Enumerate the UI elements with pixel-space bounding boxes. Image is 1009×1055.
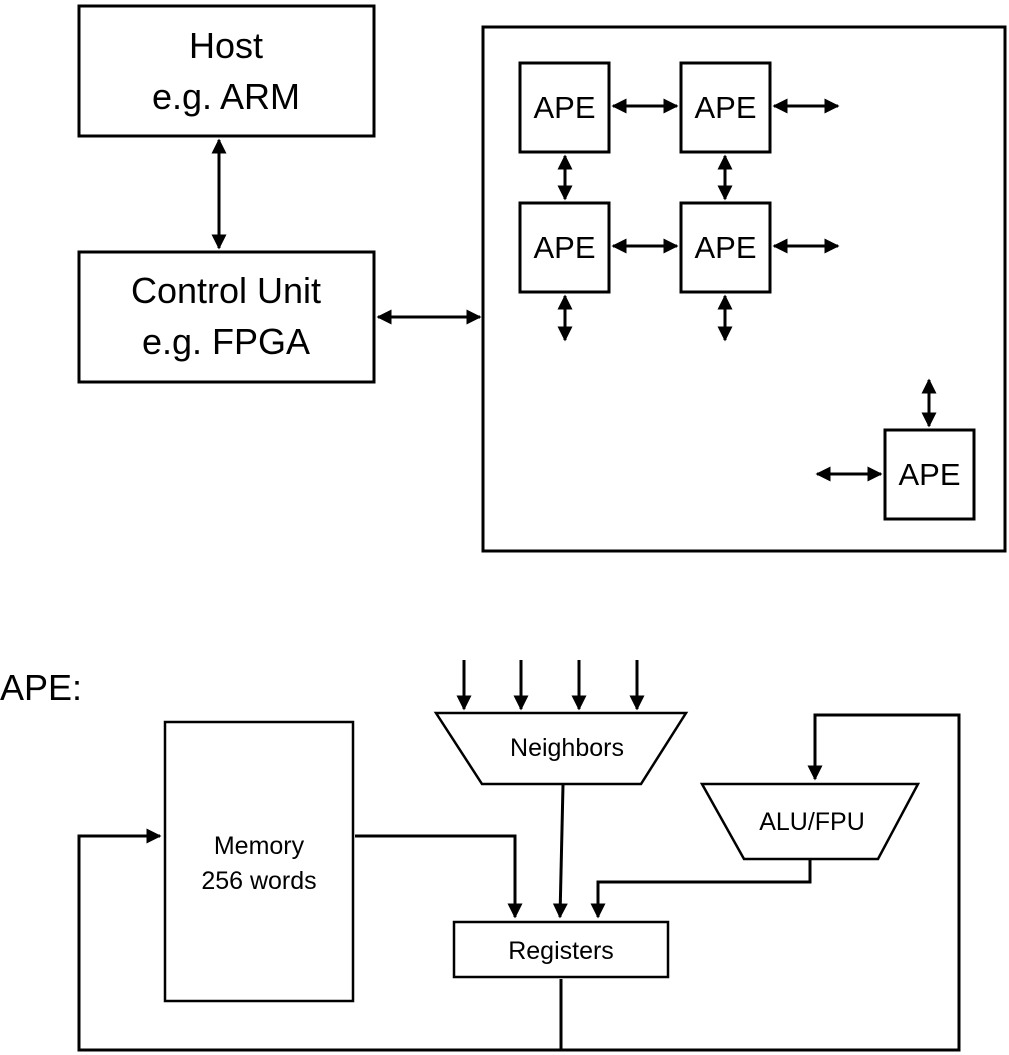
control-unit-title: Control Unit xyxy=(131,270,321,311)
host-box: Host e.g. ARM xyxy=(77,4,376,138)
neighbors-to-registers-arrow xyxy=(552,784,568,919)
memory-to-registers-arrow xyxy=(355,834,523,919)
neighbors-label: Neighbors xyxy=(510,734,624,762)
alu-to-registers-arrow xyxy=(590,860,812,919)
ape-cell-label: APE xyxy=(694,90,756,125)
memory-title: Memory xyxy=(214,832,305,860)
ape-cell-label: APE xyxy=(533,90,595,125)
alu-fpu-unit: ALU/FPU xyxy=(699,782,921,861)
control-unit-subtitle: e.g. FPGA xyxy=(142,321,310,362)
host-title: Host xyxy=(189,25,263,66)
registers-to-alu-arrow xyxy=(561,713,961,1052)
neighbors-mux: Neighbors xyxy=(433,711,689,786)
ape-cell-label: APE xyxy=(898,457,960,492)
registers-to-memory-arrow xyxy=(77,828,563,1052)
ape-cell-label: APE xyxy=(694,230,756,265)
memory-size: 256 words xyxy=(201,867,316,895)
ape-cell: APE xyxy=(518,61,611,154)
memory-box: Memory 256 words xyxy=(163,720,355,1003)
ape-detail-title: APE: xyxy=(0,667,82,708)
alu-fpu-label: ALU/FPU xyxy=(759,808,865,836)
registers-box: Registers xyxy=(452,920,670,979)
control-unit-box: Control Unit e.g. FPGA xyxy=(77,250,376,384)
ape-cell: APE xyxy=(679,201,772,294)
ape-cell: APE xyxy=(883,428,976,521)
host-subtitle: e.g. ARM xyxy=(152,76,300,117)
registers-label: Registers xyxy=(508,937,614,965)
ape-cell-label: APE xyxy=(533,230,595,265)
ape-cell: APE xyxy=(679,61,772,154)
ape-cell: APE xyxy=(518,201,611,294)
